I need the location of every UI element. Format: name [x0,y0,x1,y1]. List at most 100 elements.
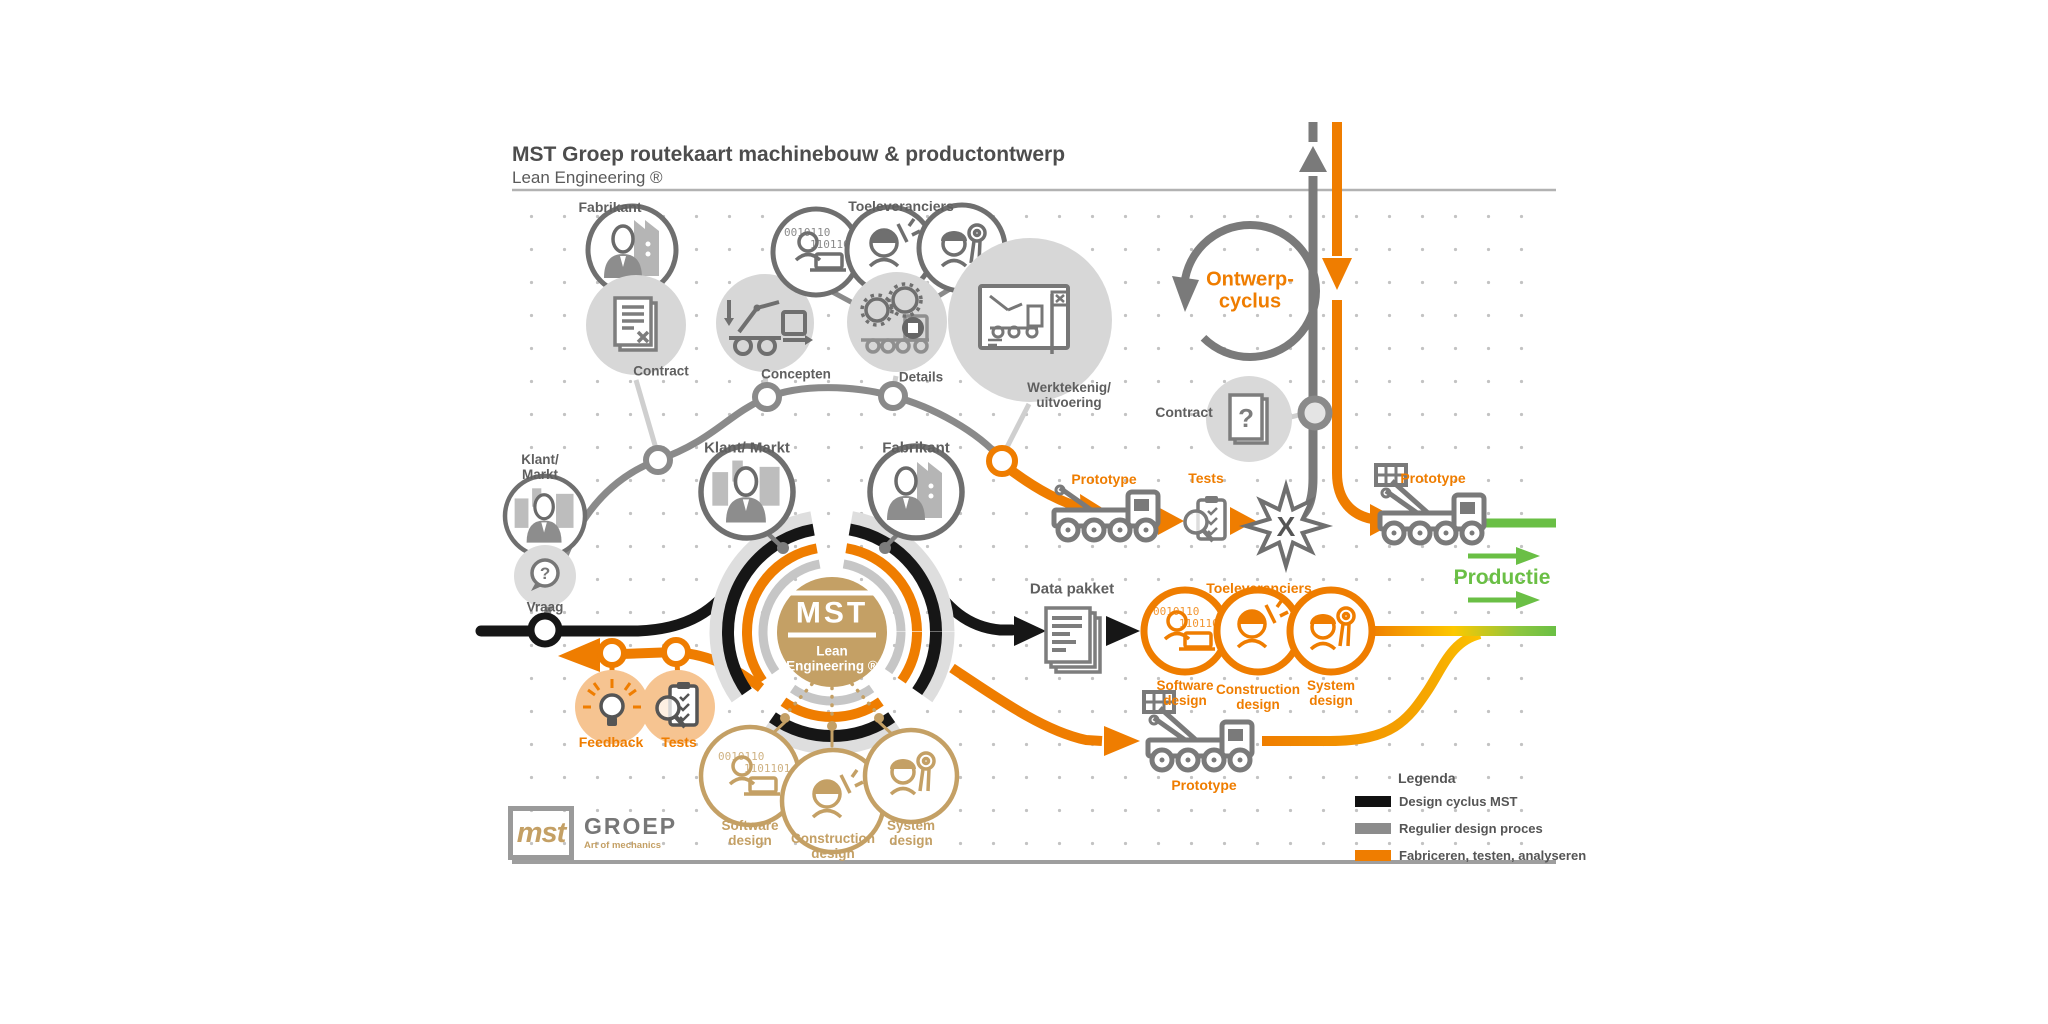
tests-left-circle [641,670,715,744]
concepten-circle [716,274,814,372]
label-construction-design-tan: Construction design [791,830,875,861]
prototype-bottom-truck [1142,690,1252,770]
legend-row: Design cyclus MST [1355,794,1586,809]
lean-engineering-core: MST Lean Engineering ® [767,590,897,674]
legend-row: Fabriceren, testen, analyseren [1355,848,1586,863]
feedback-circle [575,670,649,744]
legend-swatch-gray [1355,823,1391,834]
legend: Legenda Design cyclus MST Regulier desig… [1355,770,1586,875]
feedback-arrowhead [558,638,600,672]
prototype-right-truck [1374,463,1484,543]
logo-tagline: Art of mechanics [584,840,662,851]
details-node [878,381,908,411]
label-contract-top: Contract [633,363,689,379]
ontwerp-line1: Ontwerp- [1206,268,1294,291]
mst-groep-logo: mst GROEP Art of mechanics [508,806,677,860]
label-data-pakket: Data pakket [1029,580,1115,598]
legend-swatch-black [1355,796,1391,807]
down-arrowhead [1322,258,1352,290]
up-arrowhead [1299,146,1327,172]
robot-arm-icon [724,300,813,356]
label-fabrikant-top: Fabrikant [578,199,642,216]
vraag-node [527,612,563,648]
label-construction-design-orange: Construction design [1216,681,1300,712]
lean-line1: Lean [816,643,848,659]
toeleveranciers-orange-group [1140,586,1376,676]
triangle-arrow-1 [1158,507,1184,535]
question-bubble-icon: ? [530,558,560,591]
label-werktekening: Werktekenig/ uitvoering [1027,379,1111,410]
label-fabrikant-center: Fabrikant [882,439,950,457]
prototype-top-truck [1054,486,1158,540]
label-details: Details [898,369,944,385]
blueprint-icon [978,284,1070,354]
legend-title: Legenda [1398,770,1456,786]
page-title: MST Groep routekaart machinebouw & produ… [512,143,1066,166]
black-arrowhead-2 [1106,616,1140,646]
page-subtitle: Lean Engineering ® [512,168,663,187]
lightbulb-icon [583,679,641,726]
contract-right-circle: ? [1206,376,1292,462]
black-arrowhead-1 [1014,616,1046,646]
fabrikant-center-circle [867,443,965,541]
werktekening-node [986,445,1018,477]
tests-mid-icon [1185,496,1225,541]
burst-fail-icon: X [1238,478,1334,574]
mst-core-circle [777,577,887,687]
label-vraag: Vraag [526,599,564,615]
concepten-node [752,382,782,412]
svg-text:?: ? [1238,403,1254,433]
mst-center-logo: MST [787,590,877,638]
label-concepten: Concepten [761,366,831,382]
legend-swatch-orange [1355,850,1391,861]
logo-groep-text: GROEP [584,813,678,839]
path-nodes [527,381,1333,668]
ontwerp-cyclus-ring [1172,221,1320,361]
label-klant-markt-left: Klant/ Markt [521,451,559,482]
label-tests-left: Tests [661,734,697,751]
tests-node [661,637,691,667]
orange-ring [742,542,922,722]
lean-engineering-rings [709,509,955,755]
lean-line2: Engineering ® [786,658,878,674]
bottom-prototype-arrowhead [1104,726,1140,756]
werktekening-circle [948,238,1112,402]
feedback-node [597,638,627,668]
legend-label: Design cyclus MST [1399,794,1518,809]
label-toeleveranciers-mid: Toeleveranciers [1206,580,1312,597]
label-tests-mid: Tests [1188,470,1224,487]
label-prototype-top: Prototype [1071,471,1137,488]
klant-markt-left-group: ? [502,473,588,607]
label-system-design-orange: System design [1306,677,1356,708]
ontwerp-line2: cyclus [1218,291,1282,313]
gray-ring [758,558,906,706]
machine-truck-gears-icon [860,282,929,354]
label-prototype-bottom: Prototype [1171,777,1237,794]
mst-logo-mark: mst [508,806,574,860]
details-circle [847,272,947,372]
legend-row: Regulier design proces [1355,821,1586,836]
svg-text:?: ? [540,564,550,583]
label-contract-right: Contract [1155,404,1213,421]
legend-label: Fabriceren, testen, analyseren [1399,848,1587,863]
triangle-arrow-2 [1230,507,1256,535]
klant-markt-center-circle [698,443,796,541]
label-toeleveranciers-top: Toeleveranciers [848,198,954,215]
label-feedback: Feedback [578,734,644,751]
label-ontwerp-cyclus: Ontwerp- cyclus [1206,269,1294,314]
legend-label: Regulier design proces [1399,821,1543,836]
production-arrows [1468,518,1556,609]
contract-top-circle [586,275,686,375]
label-productie: Productie [1453,566,1551,590]
label-software-design-orange: Software design [1156,677,1214,708]
svg-text:X: X [1277,511,1296,542]
data-pakket-docs-icon [1044,606,1102,674]
contract-node [643,445,673,475]
label-software-design-tan: Software design [721,817,779,848]
label-prototype-right: Prototype [1400,470,1466,487]
contract-right-node [1297,395,1333,431]
x-mark-icon [636,330,650,344]
design-disciplines-tan-group [698,724,960,855]
